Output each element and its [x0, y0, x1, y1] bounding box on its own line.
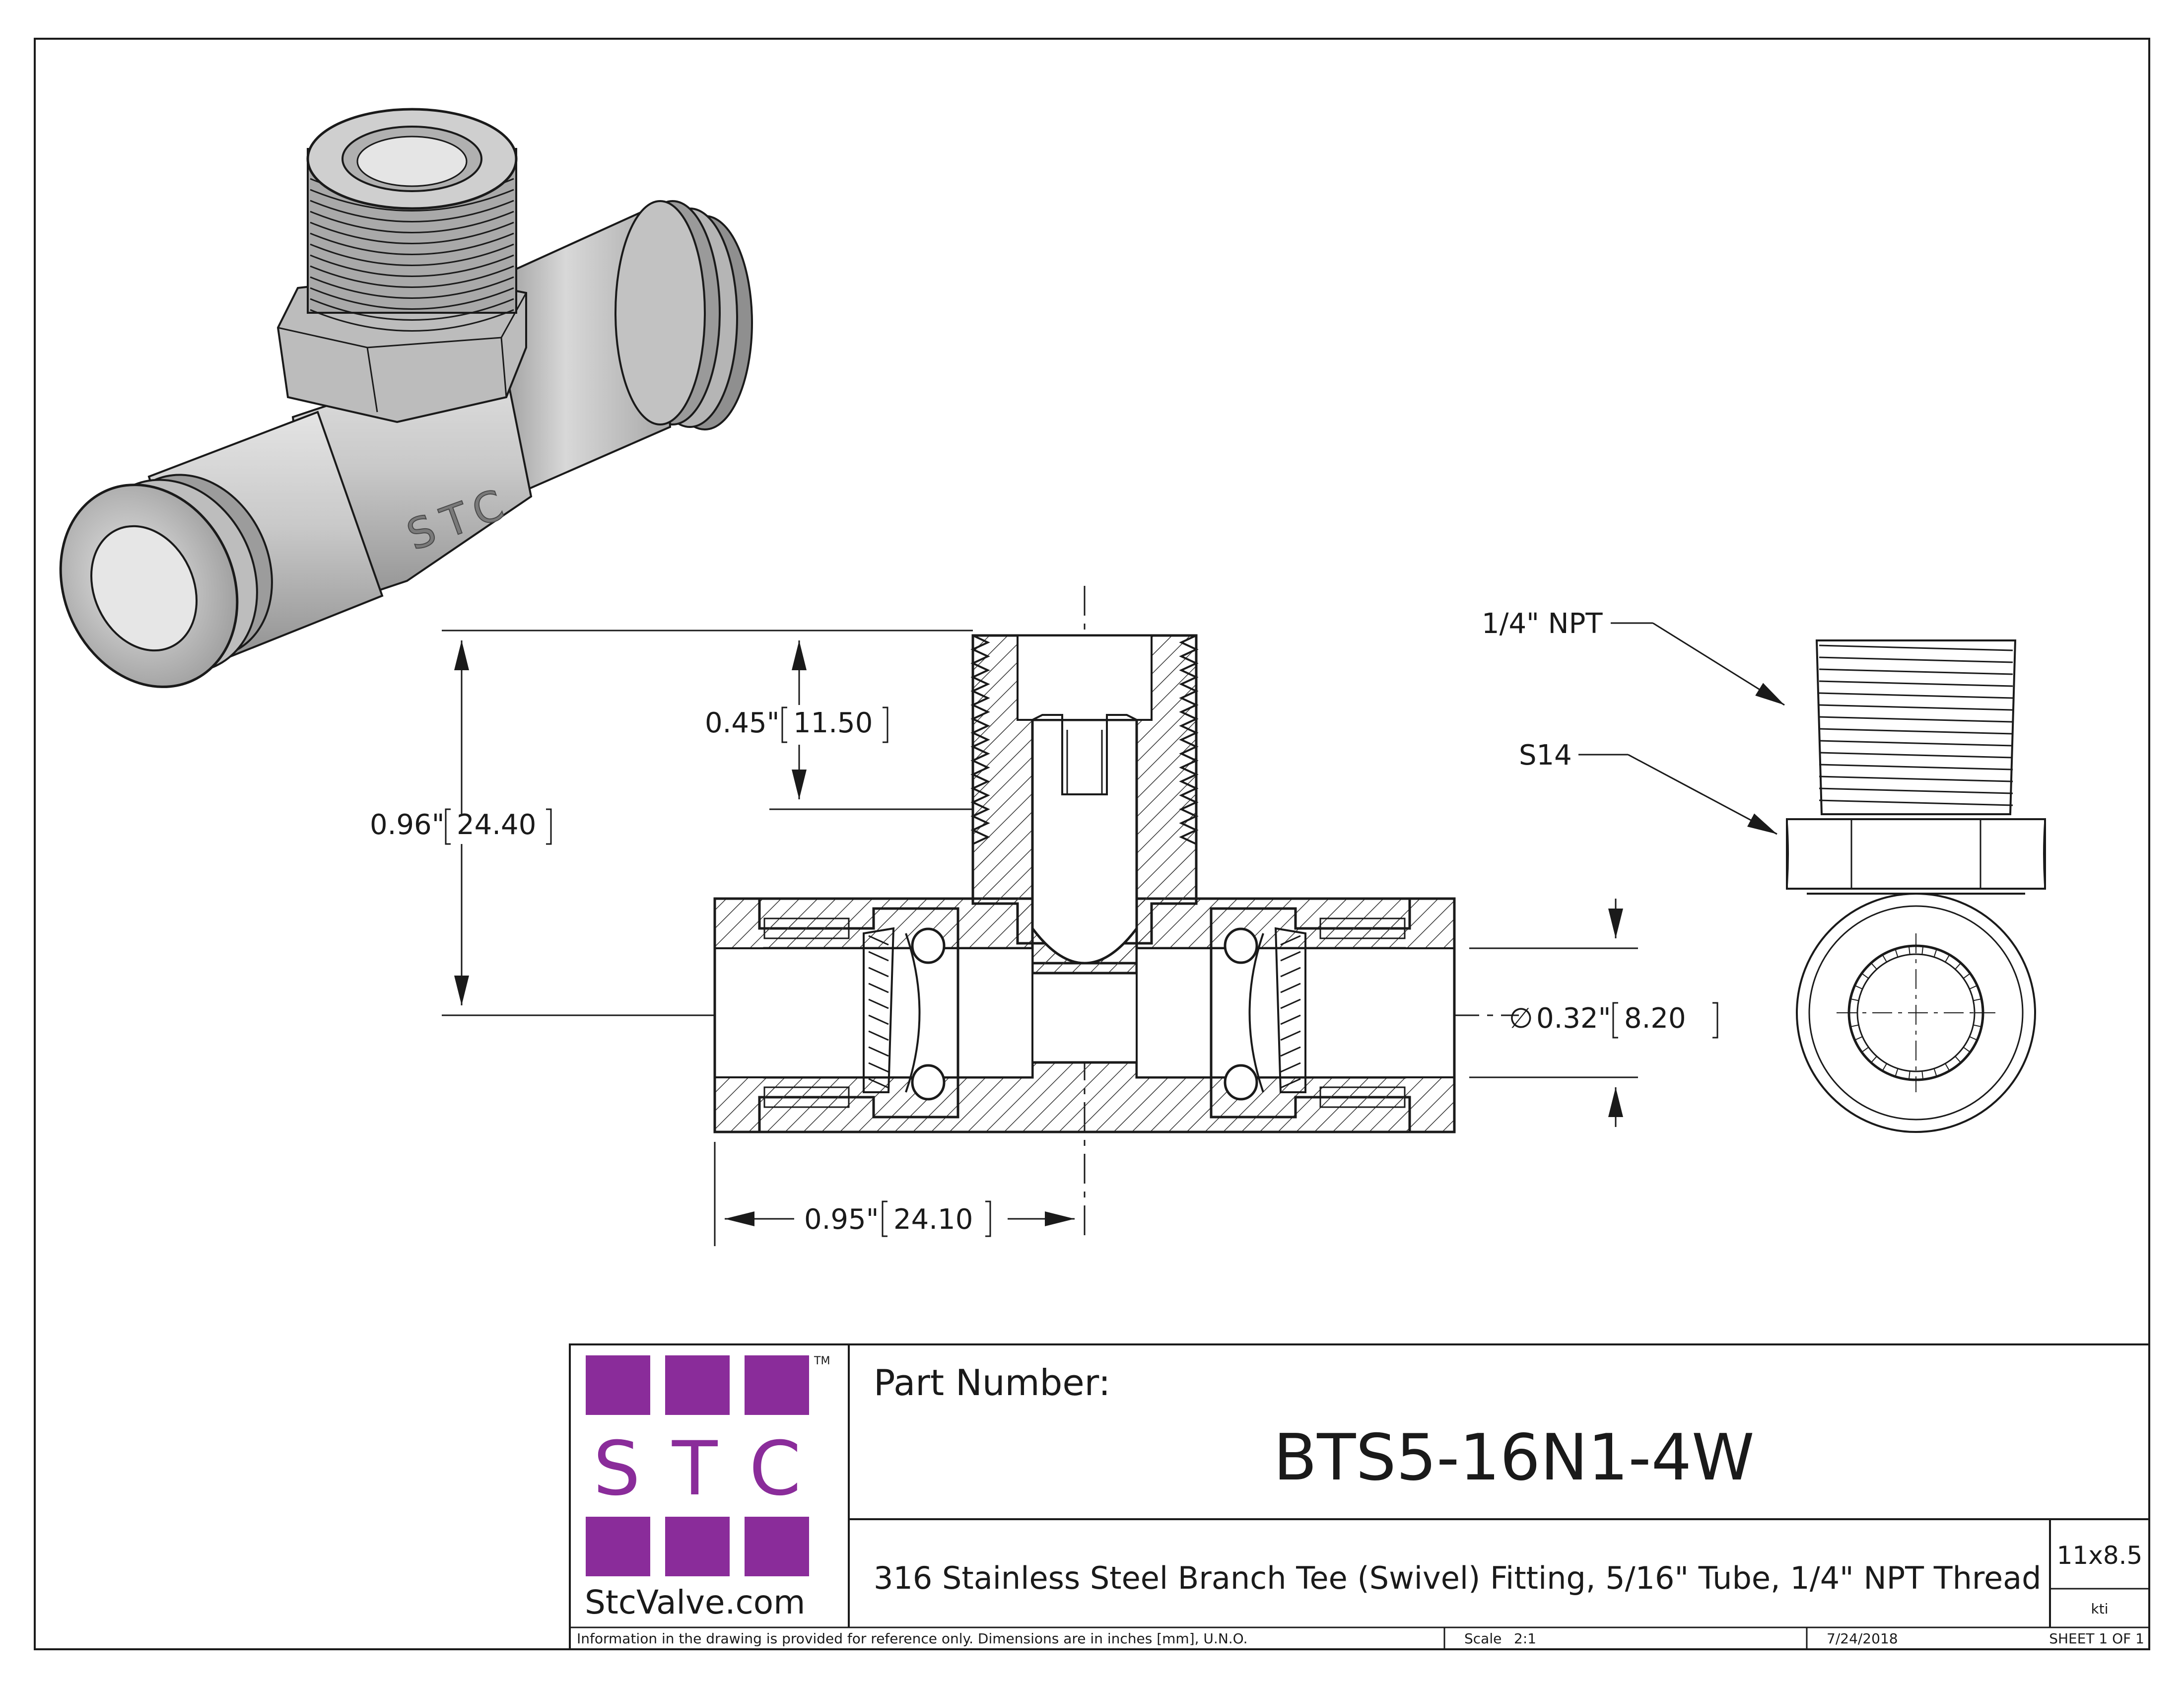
logo-url: StcValve.com — [585, 1583, 805, 1621]
iso-threaded-stem — [306, 108, 518, 332]
section-right-collet — [1210, 897, 1456, 1133]
scale-label: Scale — [1464, 1630, 1502, 1647]
dim-overall-height-inch: 0.96" — [370, 809, 444, 841]
stc-grid-logo-icon — [586, 1355, 809, 1576]
sheet-number: SHEET 1 OF 1 — [2049, 1630, 2144, 1647]
part-number-label: Part Number: — [874, 1362, 1110, 1404]
section-left-collet — [713, 897, 959, 1133]
callout-thread: 1/4" NPT — [1482, 608, 1785, 706]
disclaimer: Information in the drawing is provided f… — [577, 1630, 1247, 1647]
dim-tube-bore-inch: 0.32" — [1536, 1002, 1611, 1035]
dim-overall-height-mm: 24.40 — [457, 809, 536, 841]
section-view: 0.96" 24.40 0.45" 11.50 ∅ 0.32" 8.20 — [370, 586, 1718, 1246]
dim-tube-bore-symbol: ∅ — [1509, 1002, 1533, 1035]
side-view-body — [1796, 893, 2036, 1133]
dim-half-length: 0.95" 24.10 — [714, 1142, 1075, 1246]
callout-hex: S14 — [1519, 739, 1777, 835]
callout-thread-label: 1/4" NPT — [1482, 608, 1603, 640]
dim-overall-height: 0.96" 24.40 — [370, 630, 973, 1016]
isometric-view: STC — [59, 108, 753, 688]
dim-half-length-inch: 0.95" — [804, 1203, 879, 1236]
logo-tm: TM — [814, 1355, 830, 1367]
side-view: 1/4" NPT S14 — [1482, 608, 2046, 1133]
side-view-threads — [1819, 644, 2013, 806]
side-view-hex — [1786, 818, 2046, 890]
drawn-by: kti — [2091, 1601, 2109, 1617]
title-block: S T C TM StcValve.com Part Number: BTS5-… — [569, 1343, 2150, 1650]
dim-branch-depth-inch: 0.45" — [705, 707, 779, 739]
callout-hex-label: S14 — [1519, 739, 1572, 772]
dim-half-length-mm: 24.10 — [893, 1203, 973, 1236]
part-number: BTS5-16N1-4W — [1273, 1421, 1754, 1495]
dim-branch-depth: 0.45" 11.50 — [705, 640, 973, 810]
sheet-size: 11x8.5 — [2057, 1541, 2143, 1570]
dim-tube-bore: ∅ 0.32" 8.20 — [1469, 899, 1718, 1127]
part-description: 316 Stainless Steel Branch Tee (Swivel) … — [874, 1560, 2042, 1596]
dim-tube-bore-mm: 8.20 — [1624, 1002, 1686, 1035]
logo-letters: S T C — [593, 1426, 805, 1512]
dim-branch-depth-mm: 11.50 — [793, 707, 873, 739]
scale-value: 2:1 — [1514, 1630, 1536, 1647]
iso-left-collet — [59, 474, 273, 688]
section-thread-left — [970, 634, 990, 845]
section-thread-right — [1179, 634, 1199, 845]
drawing-date: 7/24/2018 — [1827, 1630, 1898, 1647]
